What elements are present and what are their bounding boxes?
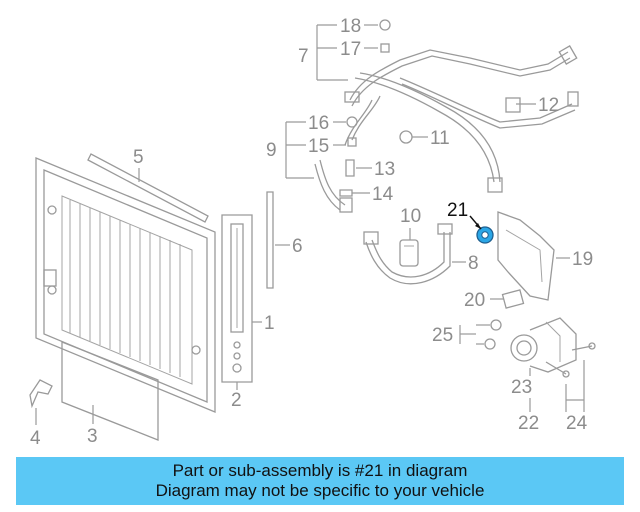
callout-2: 2 (231, 390, 242, 411)
callout-14: 14 (372, 184, 394, 205)
part-21-highlighted (469, 215, 494, 244)
callout-5: 5 (133, 147, 144, 168)
refrigerant-lines (314, 45, 579, 285)
callout-19: 19 (572, 249, 593, 270)
bolts-25 (484, 319, 502, 350)
filter-10 (399, 239, 419, 267)
callout-6: 6 (292, 236, 303, 257)
callout-17: 17 (340, 39, 361, 60)
callout-23: 23 (511, 377, 532, 398)
callout-1: 1 (264, 313, 275, 334)
callout-3: 3 (87, 426, 98, 447)
air-guide-3 (61, 341, 159, 441)
callout-21: 21 (447, 200, 468, 221)
callout-7: 7 (298, 46, 309, 67)
callout-8: 8 (468, 253, 479, 274)
callout-10: 10 (400, 206, 421, 227)
leader-lines (35, 24, 585, 425)
info-banner: Part or sub-assembly is #21 in diagram D… (16, 457, 624, 505)
callout-24: 24 (566, 413, 588, 434)
seal-strip-6 (266, 191, 274, 289)
banner-line-part: Part or sub-assembly is #21 in diagram (172, 461, 468, 480)
condenser-assembly (35, 157, 216, 413)
callout-13: 13 (374, 159, 395, 180)
bracket-4 (29, 379, 53, 409)
callout-20: 20 (464, 290, 485, 311)
callout-11: 11 (430, 128, 450, 149)
callout-4: 4 (30, 428, 41, 449)
part-20 (501, 289, 525, 309)
callout-15: 15 (308, 136, 329, 157)
callout-16: 16 (308, 113, 329, 134)
bracket-19 (497, 211, 555, 301)
callout-9: 9 (266, 140, 277, 161)
callout-12: 12 (538, 95, 559, 116)
seal-strip-5 (87, 153, 209, 223)
callout-labels: 18 17 7 12 16 15 9 11 13 14 5 6 10 21 19… (30, 16, 593, 449)
banner-line-disclaimer: Diagram may not be specific to your vehi… (155, 481, 485, 500)
callout-18: 18 (340, 16, 361, 37)
receiver-drier-1 (221, 214, 253, 383)
callout-22: 22 (518, 413, 539, 434)
compressor (510, 317, 596, 378)
fittings (339, 19, 413, 197)
callout-25: 25 (432, 325, 453, 346)
